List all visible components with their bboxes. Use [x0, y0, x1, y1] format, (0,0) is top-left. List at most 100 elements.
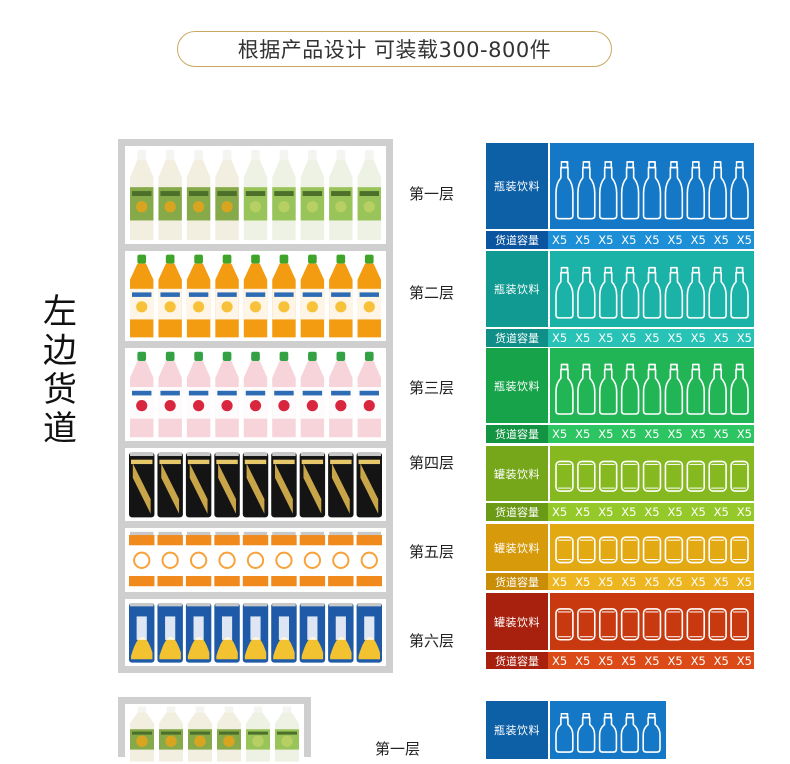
can-slot-icon [598, 460, 618, 492]
product-bottle [275, 706, 299, 762]
product-bottle [130, 254, 154, 338]
product-bottle [243, 254, 268, 338]
bottle-cap-icon [670, 267, 678, 274]
bottle-cap-icon [692, 267, 700, 274]
slot-count: X5 [621, 574, 637, 589]
bottle-slot-icon [642, 363, 662, 415]
slot-diagram [550, 251, 754, 327]
product-can [185, 531, 212, 589]
product-can [356, 452, 382, 518]
side-title-char: 道 [43, 409, 77, 449]
can-slot-icon [664, 536, 684, 564]
slot-icons [555, 363, 749, 415]
product-bottle [272, 149, 296, 241]
can-slot-icon [664, 460, 684, 492]
bottle-cap-icon [670, 363, 678, 371]
layer-label-6: 第六层 [409, 632, 455, 650]
bottle-slot-icon [620, 161, 640, 220]
can-slot-icon [730, 536, 749, 564]
slot-count: X5 [552, 233, 568, 247]
side-title: 左 边 货 道 [40, 293, 80, 449]
bottle-cap-icon [735, 363, 744, 371]
bottle-cap-icon [582, 161, 591, 169]
slot-diagram [550, 701, 666, 759]
bottle-cap-icon [713, 161, 722, 169]
can-slot-icon [642, 460, 662, 492]
slot-count: X5 [667, 427, 683, 441]
product-can [129, 452, 155, 518]
slot-count: X5 [598, 653, 614, 668]
shelf-row-3 [125, 348, 386, 441]
product-can [271, 531, 297, 589]
bottle-cap-icon [604, 161, 612, 169]
slot-count: X5 [644, 505, 660, 519]
bottle-cap-icon [560, 161, 569, 169]
slot-count: X5 [575, 653, 591, 668]
product-bottle [357, 149, 381, 241]
side-title-char: 货 [43, 370, 77, 410]
product-bottle [188, 706, 212, 762]
side-title-char: 左 [43, 292, 77, 332]
slot-count: X5 [690, 574, 706, 589]
layer-label-3: 第三层 [409, 379, 455, 397]
bottle-cap-icon [582, 713, 590, 719]
bottle-slot-icon [708, 266, 727, 319]
category-label: 罐装饮料 [486, 524, 548, 571]
can-slot-icon [620, 536, 640, 564]
slot-count: X5 [598, 233, 614, 247]
product-can [356, 603, 382, 663]
slot-count: X5 [713, 653, 729, 668]
bottle-cap-icon [626, 161, 634, 169]
product-bottle [186, 149, 211, 241]
slot-count: X5 [621, 653, 637, 668]
capacity-panel-next: 瓶装饮料 [486, 701, 666, 761]
product-can [299, 531, 326, 589]
product-row [130, 706, 299, 762]
slot-count: X5 [621, 331, 637, 345]
product-can [299, 603, 326, 663]
product-can [157, 603, 183, 663]
shelf-row-next-1 [125, 704, 304, 764]
product-row [130, 254, 381, 338]
slot-count: X5 [552, 574, 568, 589]
can-slot-icon [555, 460, 574, 492]
slot-count: X5 [575, 505, 591, 519]
slot-count: X5 [736, 505, 752, 519]
bottle-slot-icon [598, 161, 618, 220]
shelf-row-5 [125, 528, 386, 592]
bottle-cap-icon [648, 267, 656, 274]
slot-count: X5 [667, 331, 683, 345]
bottle-slot-icon [730, 161, 749, 220]
slot-count: X5 [713, 574, 729, 589]
product-bottle [272, 254, 296, 338]
product-bottle [357, 351, 381, 438]
slot-count: X5 [644, 653, 660, 668]
bottle-slot-icon [686, 161, 706, 220]
bottle-slot-icon [577, 161, 596, 220]
bottle-slot-icon [686, 363, 706, 415]
product-bottle [272, 351, 296, 438]
bottle-slot-icon [730, 363, 749, 415]
shelf-row-1 [125, 146, 386, 244]
bottle-cap-icon [582, 267, 591, 274]
slot-count: X5 [736, 233, 752, 247]
bottle-slot-icon [642, 161, 662, 220]
can-slot-icon [642, 608, 662, 641]
bottle-slot-icon [577, 712, 596, 753]
product-row [129, 531, 382, 589]
bottle-slot-icon [555, 363, 574, 415]
product-bottle [357, 254, 381, 338]
slot-count: X5 [598, 505, 614, 519]
slot-count: X5 [736, 427, 752, 441]
can-slot-icon [708, 608, 727, 641]
can-slot-icon [620, 460, 640, 492]
side-title-char: 边 [43, 331, 77, 371]
bottle-slot-icon [598, 363, 618, 415]
